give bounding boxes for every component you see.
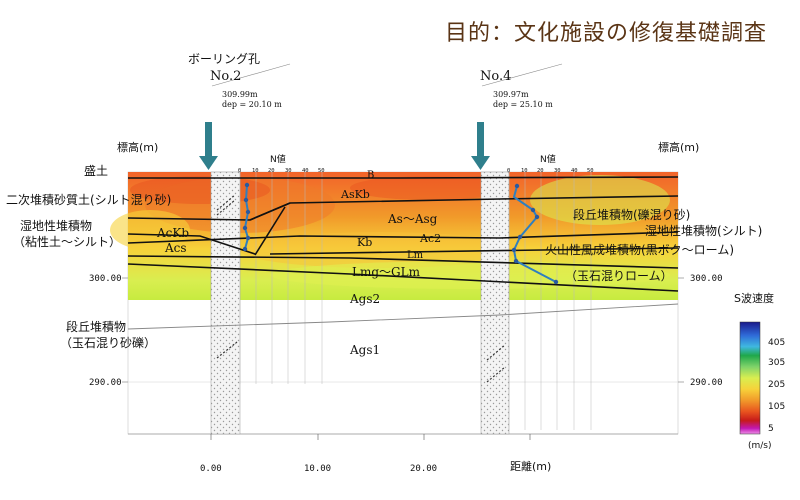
annotation-wetland-2: （粘性土～シルト）: [13, 235, 122, 249]
core-sample-marks: [216, 194, 506, 383]
n-tick-0-no2: 0: [238, 168, 242, 174]
elev-tick-300-right: 300.00: [690, 274, 723, 284]
layer-code-as-asg: As～Asg: [388, 212, 438, 226]
annotation-terrace-lower-1: 段丘堆積物: [66, 320, 127, 334]
borehole-name-no2: No.2: [210, 69, 242, 84]
borehole-column-no2: [210, 171, 241, 435]
boring-hole-label: ボーリング孔: [188, 52, 261, 66]
layer-code-kb: Kb: [357, 236, 373, 249]
annotation-fill: 盛土: [84, 164, 109, 178]
n-tick-40-no4: 40: [571, 168, 578, 174]
distance-ticks: [210, 434, 531, 440]
n-tick-40-no2: 40: [302, 168, 309, 174]
elev-tick-290-left: 290.00: [89, 378, 122, 388]
legend-value-105: 105: [768, 402, 786, 412]
distance-axis-label: 距離(m): [510, 460, 552, 473]
borehole-depth-no2: dep = 20.10 m: [222, 100, 282, 109]
borehole-elevation-no2: 309.99m: [222, 90, 258, 99]
legend-value-405: 405: [768, 338, 786, 348]
n-tick-20-no2: 20: [268, 168, 275, 174]
legend-value-305: 305: [768, 358, 786, 368]
borehole-arrow-no2: [199, 122, 218, 170]
elevation-label-left: 標高(m): [117, 141, 159, 154]
legend-title: S波速度: [734, 292, 774, 305]
n-tick-20-no4: 20: [537, 168, 544, 174]
layer-boundaries: [127, 176, 679, 292]
elevation-label-right: 標高(m): [658, 141, 700, 154]
velocity-legend-bar: [739, 321, 761, 435]
annotation-volcanic-ash: 火山性風成堆積物(黒ボク～ローム): [545, 243, 735, 257]
n-value-label-no2: N値: [270, 155, 286, 165]
n-tick-30-no2: 30: [285, 168, 292, 174]
borehole-columns: [210, 171, 510, 435]
annotation-wetland-1: 湿地性堆積物: [20, 219, 93, 233]
n-tick-10-no4: 10: [521, 168, 528, 174]
layer-code-lm: Lm: [407, 250, 424, 261]
page-title: 目的：文化施設の修復基礎調査: [445, 21, 768, 46]
borehole-arrow-no4: [471, 122, 490, 170]
dist-tick-10: 10.00: [304, 464, 332, 474]
n-tick-50-no4: 50: [587, 168, 594, 174]
legend-value-205: 205: [768, 380, 786, 390]
annotation-terrace-lower-2: （玉石混り砂礫）: [60, 336, 157, 350]
borehole-elevation-no4: 309.97m: [493, 90, 529, 99]
annotation-boulder-loam: （玉石混りローム）: [565, 269, 673, 283]
n-tick-30-no4: 30: [554, 168, 561, 174]
annotation-terrace-gravel: 段丘堆積物(礫混り砂): [573, 208, 691, 222]
layer-code-ags1: Ags1: [350, 343, 381, 357]
elevation-ticks: [122, 277, 684, 383]
layer-code-acs: Acs: [165, 241, 187, 255]
legend-unit: (m/s): [748, 441, 772, 451]
n-tick-10-no2: 10: [252, 168, 259, 174]
n-tick-0-no4: 0: [507, 168, 511, 174]
borehole-name-no4: No.4: [480, 69, 512, 84]
elev-tick-290-right: 290.00: [690, 378, 723, 388]
n-value-profile-no4: [511, 183, 559, 285]
n-value-label-no4: N値: [540, 155, 556, 165]
legend-value-5: 5: [768, 424, 774, 434]
layer-code-askb: AsKb: [341, 188, 370, 201]
annotation-secondary-sandy: 二次堆積砂質土(シルト混り砂): [6, 193, 172, 207]
borehole-depth-no4: dep = 25.10 m: [493, 100, 553, 109]
lower-terrace-boundary: [127, 303, 679, 330]
layer-code-ac2: Ac2: [420, 232, 442, 245]
layer-code-lmg-glm: Lmg～GLm: [352, 265, 420, 279]
dist-tick-20: 20.00: [410, 464, 438, 474]
elev-tick-300-left: 300.00: [89, 274, 122, 284]
annotation-wetland-silt: 湿地性堆積物(シルト): [645, 224, 763, 238]
n-value-grids: [239, 172, 592, 430]
dist-tick-0: 0.00: [200, 464, 222, 474]
borehole-info-brackets: [211, 63, 563, 87]
layer-code-ags2: Ags2: [350, 292, 381, 306]
n-tick-50-no2: 50: [318, 168, 325, 174]
layer-code-b: B: [367, 170, 375, 181]
n-value-profile-no2: [242, 182, 251, 252]
layer-code-ackb: AcKb: [157, 226, 190, 240]
borehole-column-no4: [480, 171, 510, 435]
